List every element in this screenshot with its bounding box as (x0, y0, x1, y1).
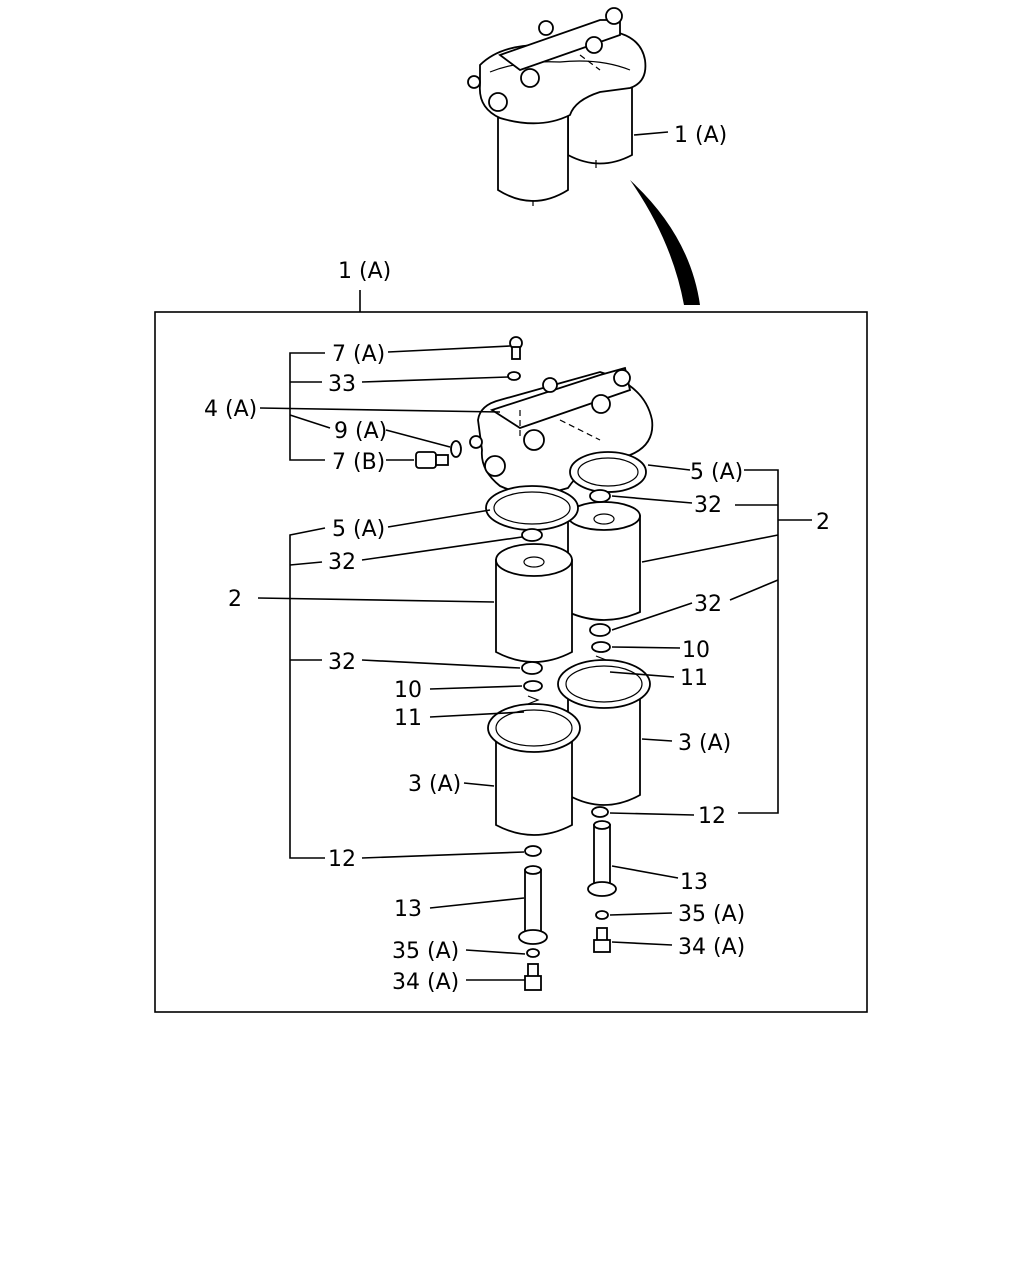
callout-7b: 7 (B) (332, 450, 385, 475)
callout-33: 33 (328, 372, 356, 397)
right-filter-stack (557, 451, 651, 953)
callout-assembly-box: 1 (A) (338, 259, 391, 284)
callout-2-right: 2 (816, 510, 830, 535)
callout-34a-right: 34 (A) (678, 935, 745, 960)
callout-5a-right: 5 (A) (690, 460, 743, 485)
callout-3a-left: 3 (A) (408, 772, 461, 797)
callout-10-left: 10 (394, 678, 422, 703)
callout-10-right: 10 (682, 638, 710, 663)
exploded-view-frame (154, 311, 868, 1013)
filter-head (415, 336, 654, 495)
callout-35a-right: 35 (A) (678, 902, 745, 927)
callout-9a: 9 (A) (334, 419, 387, 444)
callout-35a-left: 35 (A) (392, 939, 459, 964)
callout-13-right: 13 (680, 870, 708, 895)
callout-13-left: 13 (394, 897, 422, 922)
left-filter-stack (485, 485, 581, 991)
callout-7a: 7 (A) (332, 342, 385, 367)
callout-32-right-mid: 32 (694, 592, 722, 617)
callout-34a-left: 34 (A) (392, 970, 459, 995)
callout-32-left-mid: 32 (328, 650, 356, 675)
callout-assembly-top: 1 (A) (674, 123, 727, 148)
callout-12-right: 12 (698, 804, 726, 829)
callout-5a-left: 5 (A) (332, 517, 385, 542)
callout-4a: 4 (A) (204, 397, 257, 422)
view-indicator-arrow (630, 180, 700, 305)
callout-11-right: 11 (680, 666, 708, 691)
assembled-filter-view: 1 (A) (467, 7, 727, 206)
callout-32-left-top: 32 (328, 550, 356, 575)
callout-12-left: 12 (328, 847, 356, 872)
callout-3a-right: 3 (A) (678, 731, 731, 756)
callout-2-left: 2 (228, 587, 242, 612)
callout-11-left: 11 (394, 706, 422, 731)
leader-lines (257, 345, 779, 981)
callout-32-right-top: 32 (694, 493, 722, 518)
